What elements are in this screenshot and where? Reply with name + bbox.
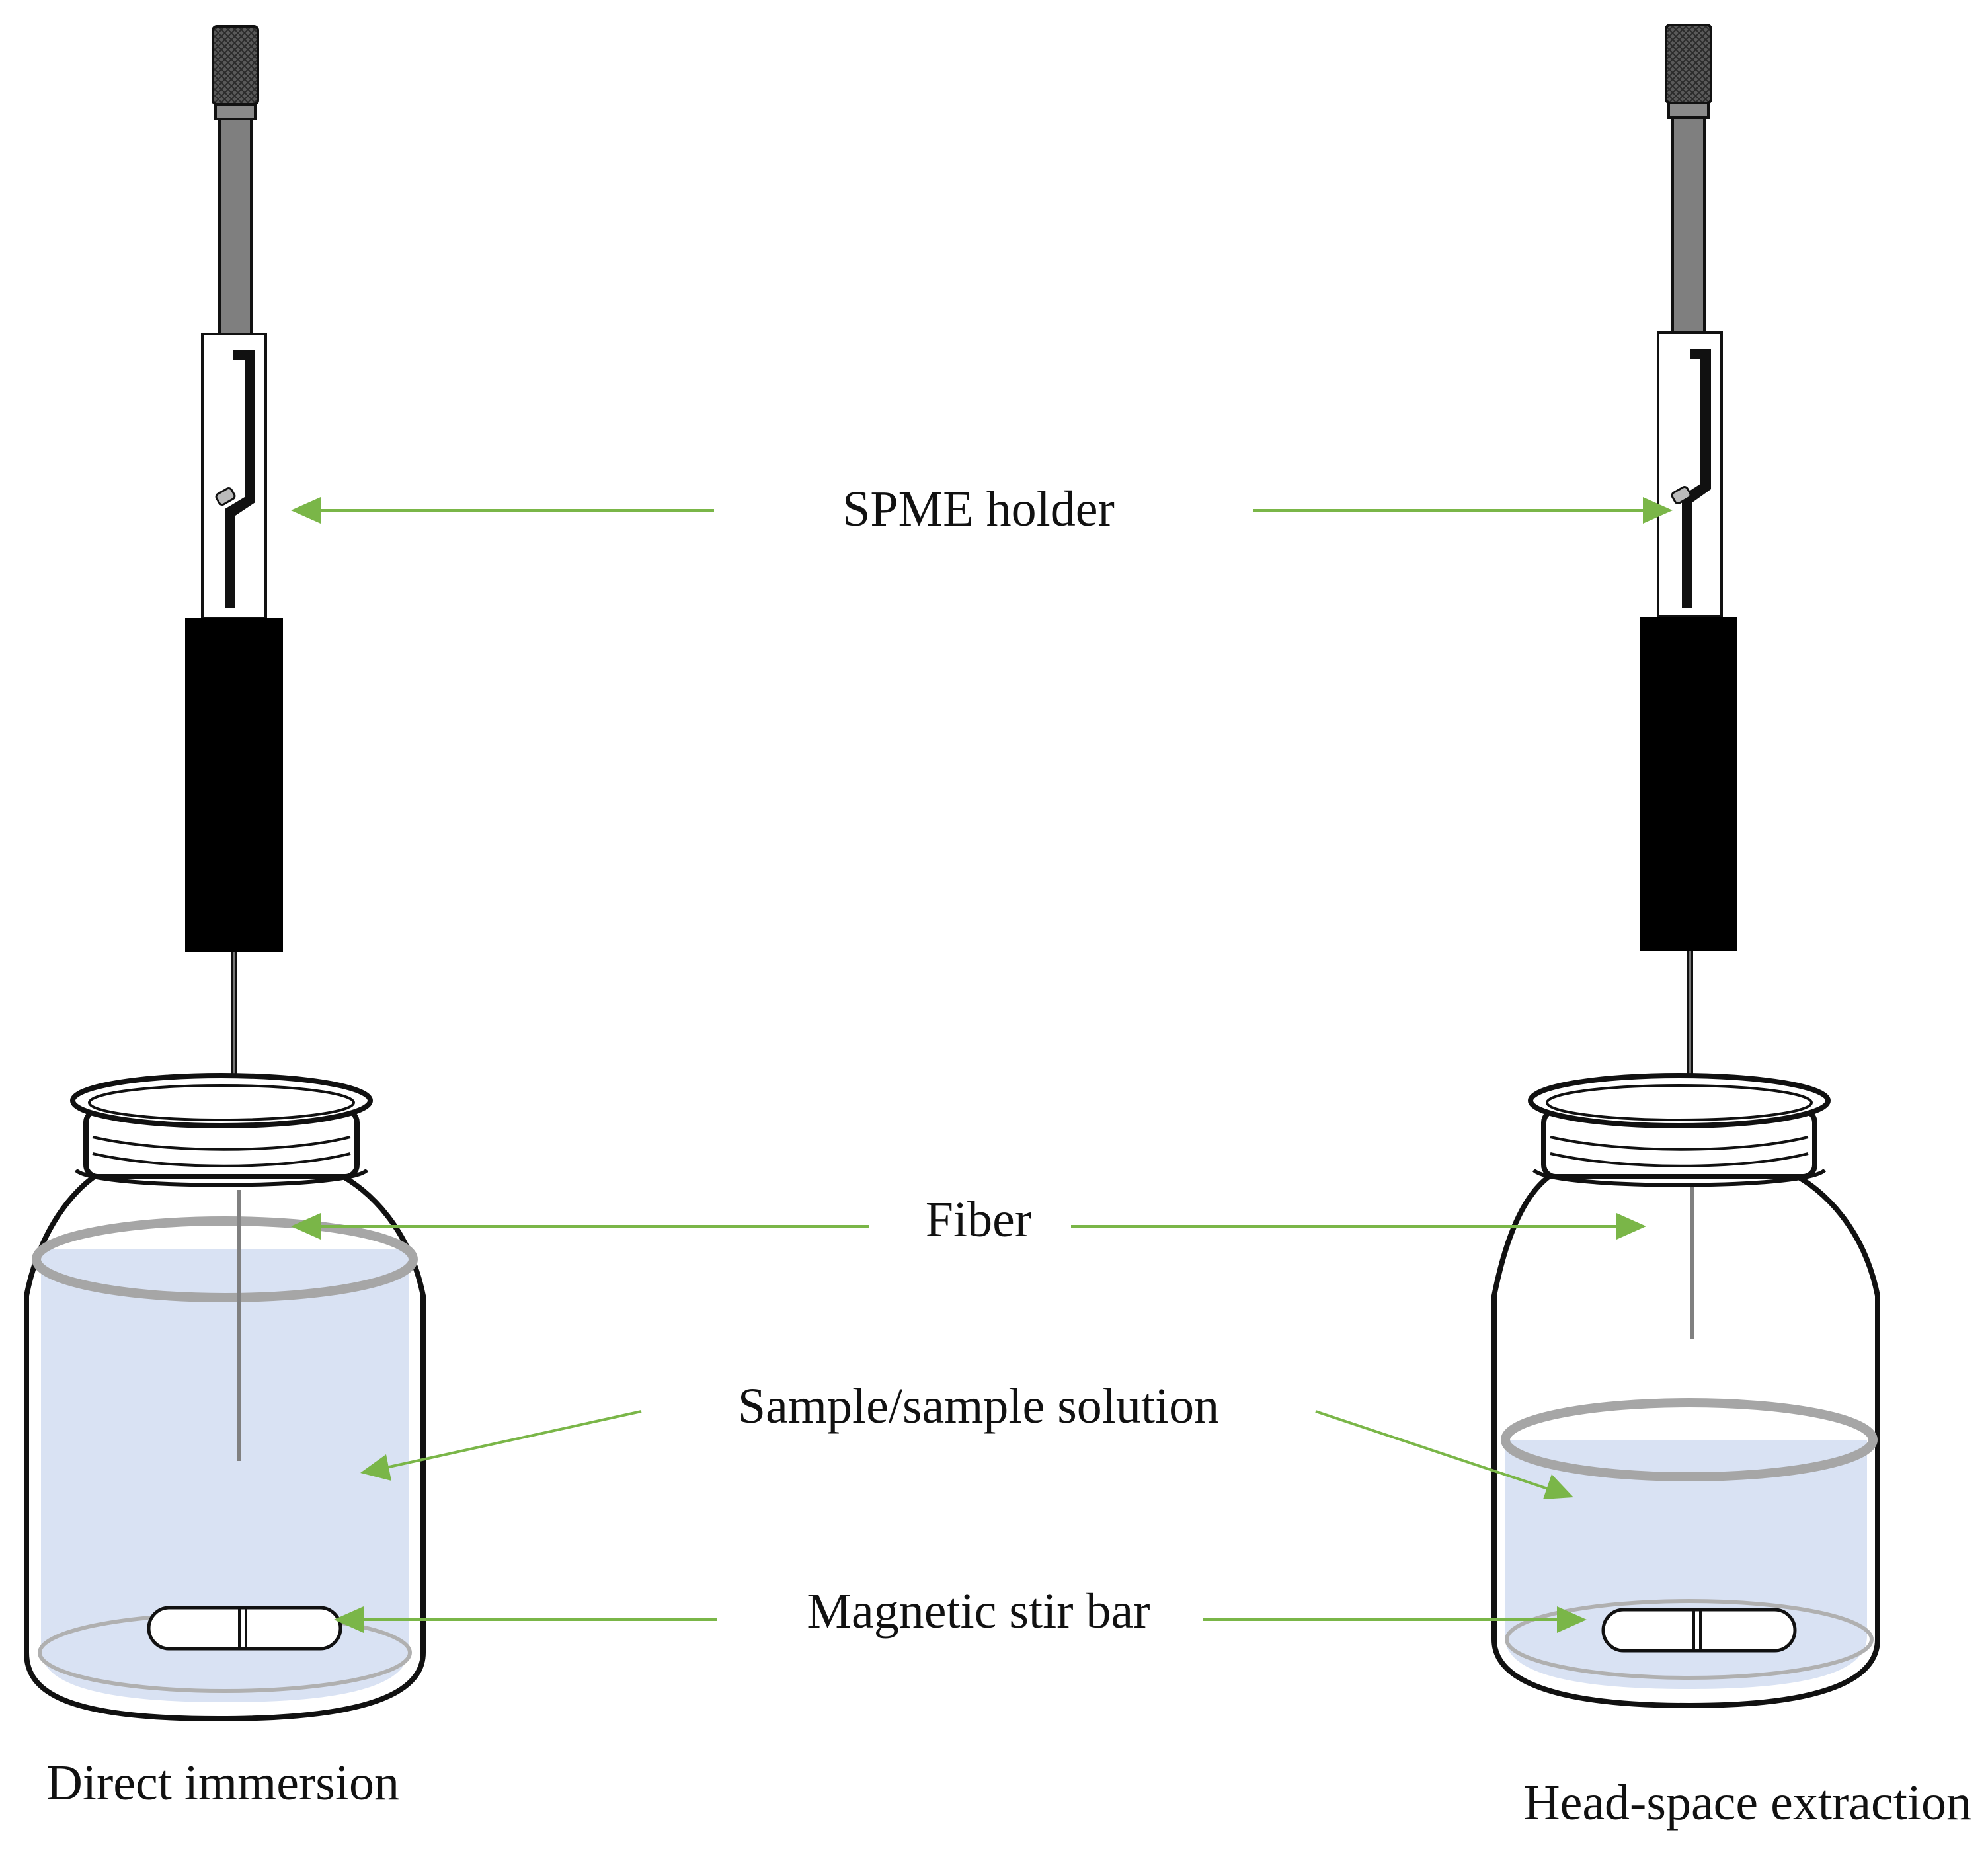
left-holder-knob: [212, 25, 259, 106]
label-spme-holder: SPME holder: [842, 481, 1115, 537]
right-holder-knob: [1665, 24, 1712, 104]
arrow-fiber-right-head: [1616, 1213, 1646, 1240]
arrow-sample-right-head: [1543, 1474, 1573, 1499]
left-jar-mouth-inner: [88, 1084, 355, 1121]
left-jar: [24, 1073, 426, 1722]
right-holder-grip: [1640, 617, 1737, 951]
arrow-holder-left-head: [291, 497, 321, 524]
right-liquid-rim: [1501, 1398, 1878, 1481]
left-stir-bar: [147, 1606, 342, 1651]
right-holder-collar: [1667, 102, 1710, 119]
caption-direct-immersion: Direct immersion: [46, 1755, 399, 1811]
right-stir-bar: [1601, 1608, 1797, 1653]
left-liquid-rim: [32, 1216, 418, 1302]
left-holder-slot: [225, 350, 255, 608]
arrow-fiber-left-head: [291, 1213, 321, 1240]
left-jar-liquid: [41, 1249, 409, 1702]
left-holder-plunger: [218, 118, 253, 335]
right-jar-thread: [1550, 1136, 1809, 1167]
captions: Direct immersion Head-space extraction: [46, 1755, 1971, 1831]
right-jar-shoulder: [1532, 1168, 1827, 1187]
left-spme-holder: [185, 25, 283, 1101]
right-holder-plunger: [1671, 116, 1706, 334]
callout-arrows: [291, 497, 1673, 1633]
arrow-sample-left: [379, 1410, 642, 1470]
arrow-stirbar-right-head: [1557, 1606, 1587, 1633]
left-holder-pin: [215, 487, 236, 506]
left-jar-thread: [92, 1136, 351, 1167]
callout-labels: SPME holder Fiber Sample/sample solution…: [738, 481, 1219, 1639]
arrow-sample-right: [1315, 1410, 1554, 1492]
caption-head-space-extraction: Head-space extraction: [1524, 1775, 1971, 1831]
right-spme-holder: [1640, 24, 1737, 1101]
left-holder-collar: [214, 103, 257, 120]
left-holder-grip: [185, 618, 283, 952]
label-sample-solution: Sample/sample solution: [738, 1378, 1219, 1434]
right-jar: [1491, 1073, 1880, 1709]
right-jar-mouth: [1528, 1073, 1831, 1128]
label-magnetic-stir-bar: Magnetic stir bar: [807, 1583, 1150, 1639]
right-holder-pin: [1671, 486, 1692, 504]
arrow-sample-left-head: [360, 1454, 391, 1481]
right-jar-bottom: [1505, 1599, 1874, 1680]
right-apparatus: [1491, 24, 1880, 1709]
left-apparatus: [24, 25, 426, 1722]
label-fiber: Fiber: [926, 1192, 1031, 1247]
arrow-holder-right-head: [1643, 497, 1673, 524]
right-jar-mouth-inner: [1546, 1084, 1813, 1121]
right-holder-slot: [1682, 349, 1711, 608]
left-jar-mouth: [70, 1073, 373, 1128]
arrow-stirbar-left-head: [334, 1606, 364, 1633]
left-jar-shoulder: [74, 1168, 369, 1187]
